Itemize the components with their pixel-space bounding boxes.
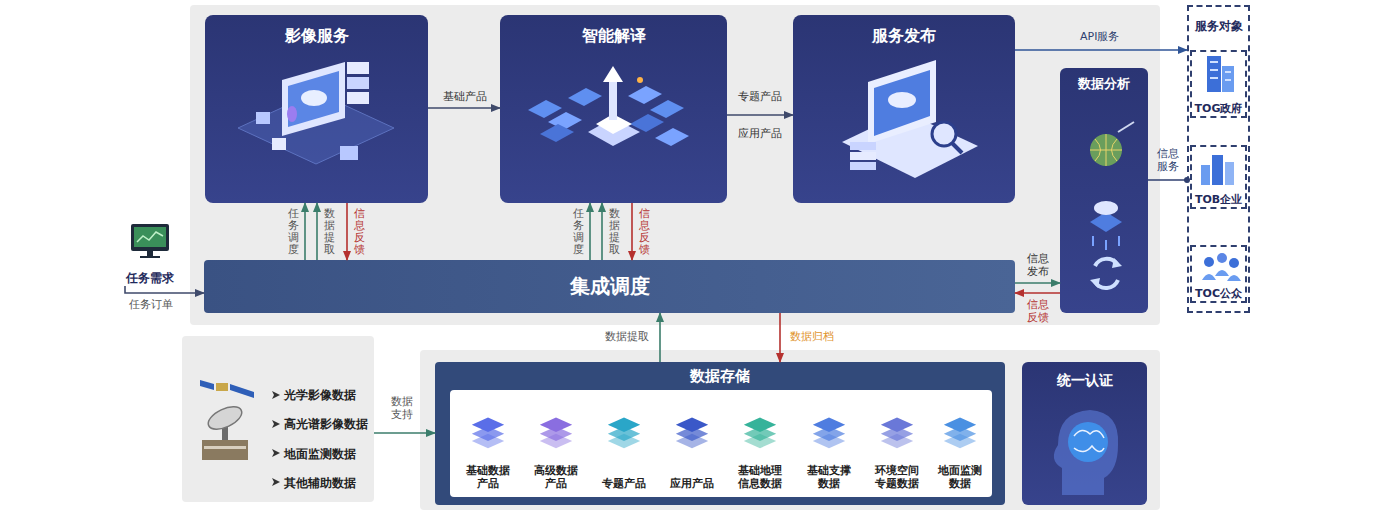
bar-title: 集成调度 bbox=[570, 274, 650, 299]
auth-box: 统一认证 bbox=[1022, 362, 1147, 505]
free-label: 应用产品 bbox=[738, 127, 782, 140]
edge-label: API服务 bbox=[1080, 30, 1119, 43]
target-item: TOB企业 bbox=[1190, 145, 1247, 209]
edge-label: 信息发布 bbox=[1026, 252, 1050, 278]
storage-item: 高级数据产品 bbox=[524, 405, 588, 495]
edge-label: 信息反馈 bbox=[354, 208, 365, 256]
edge-label: 数据提取 bbox=[605, 330, 649, 343]
storage-item: 专题产品 bbox=[592, 405, 656, 495]
item-label: 基础地理信息数据 bbox=[735, 464, 785, 492]
task-monitor bbox=[131, 224, 169, 258]
list-item: 光学影像数据 bbox=[284, 388, 356, 402]
edge-label: 信息反馈 bbox=[639, 208, 650, 256]
item-label: 环境空间专题数据 bbox=[872, 464, 922, 492]
item-label: 基础数据产品 bbox=[463, 464, 513, 492]
item-label: 基础支撑数据 bbox=[804, 464, 854, 492]
item-label: 高级数据产品 bbox=[531, 464, 581, 492]
item-label: 专题产品 bbox=[599, 477, 649, 491]
box-title: 数据分析 bbox=[1078, 76, 1130, 92]
target-label: TOG政府 bbox=[1195, 102, 1243, 116]
edge-label: 信息服务 bbox=[1156, 147, 1180, 173]
edge-label: 任务调度 bbox=[288, 208, 299, 256]
satellite-station bbox=[200, 380, 254, 460]
list-item: 地面监测数据 bbox=[284, 447, 356, 461]
connector bbox=[374, 432, 435, 434]
connector bbox=[589, 203, 591, 260]
connector bbox=[1015, 292, 1060, 294]
data-source-list: 光学影像数据高光谱影像数据地面监测数据其他辅助数据 bbox=[182, 336, 374, 502]
connector bbox=[1015, 282, 1060, 284]
box-title: 影像服务 bbox=[285, 26, 349, 46]
service-box: 影像服务 bbox=[205, 15, 428, 203]
task-source: 任务需求 bbox=[118, 218, 182, 286]
connector bbox=[631, 203, 633, 260]
storage-item: 基础地理信息数据 bbox=[728, 405, 792, 495]
connector bbox=[659, 313, 661, 362]
list-item: 其他辅助数据 bbox=[284, 476, 356, 490]
connector bbox=[1148, 179, 1187, 181]
storage-box: 数据存储基础数据产品高级数据产品 专题产品 应用产品 基础地理信息数据基础支撑数据环境… bbox=[435, 362, 1005, 505]
edge-label: 数据提取 bbox=[324, 208, 335, 256]
edge-label: 任务订单 bbox=[129, 298, 173, 311]
box-title: 统一认证 bbox=[1057, 372, 1113, 390]
storage-item: 基础支撑数据 bbox=[797, 405, 861, 495]
target-item: TOC公众 bbox=[1190, 245, 1247, 303]
storage-item: 地面监测数据 bbox=[928, 405, 992, 495]
target-label: TOB企业 bbox=[1195, 193, 1242, 207]
source-title: 任务需求 bbox=[126, 271, 174, 286]
connector bbox=[428, 107, 500, 109]
service-box: 智能解译 bbox=[500, 15, 727, 203]
group-title: 服务对象 bbox=[1195, 19, 1243, 34]
box-title: 智能解译 bbox=[582, 26, 646, 46]
edge-label: 基础产品 bbox=[443, 90, 487, 103]
list-chevrons bbox=[272, 391, 280, 486]
edge-label: 数据归档 bbox=[790, 330, 834, 343]
storage-item: 应用产品 bbox=[660, 405, 724, 495]
scheduler-bar: 集成调度 bbox=[204, 260, 1015, 313]
service-box: 服务发布 bbox=[793, 15, 1015, 203]
target-group: 服务对象 TOG政府 TOB企业 TOC公众 bbox=[1187, 5, 1250, 313]
storage-item: 环境空间专题数据 bbox=[865, 405, 929, 495]
target-label: TOC公众 bbox=[1195, 287, 1242, 301]
connector bbox=[1015, 49, 1187, 51]
connector bbox=[316, 203, 318, 260]
box-title: 数据存储 bbox=[690, 367, 750, 386]
connector bbox=[727, 114, 793, 116]
box-title: 服务发布 bbox=[872, 26, 936, 46]
list-item: 高光谱影像数据 bbox=[284, 417, 368, 431]
connector bbox=[346, 203, 348, 260]
item-label: 应用产品 bbox=[667, 477, 717, 491]
connector bbox=[125, 286, 204, 293]
connector bbox=[601, 203, 603, 260]
analysis-box: 数据分析 bbox=[1060, 68, 1148, 313]
edge-label: 数据提取 bbox=[609, 208, 620, 256]
storage-item: 基础数据产品 bbox=[456, 405, 520, 495]
edge-label: 任务调度 bbox=[573, 208, 584, 256]
item-label: 地面监测数据 bbox=[935, 464, 985, 492]
edge-label: 数据支持 bbox=[390, 395, 414, 421]
connector bbox=[779, 313, 781, 362]
edge-label: 专题产品 bbox=[738, 90, 782, 103]
edge-label: 信息反馈 bbox=[1026, 298, 1050, 324]
connector bbox=[304, 203, 306, 260]
target-item: TOG政府 bbox=[1190, 50, 1247, 118]
